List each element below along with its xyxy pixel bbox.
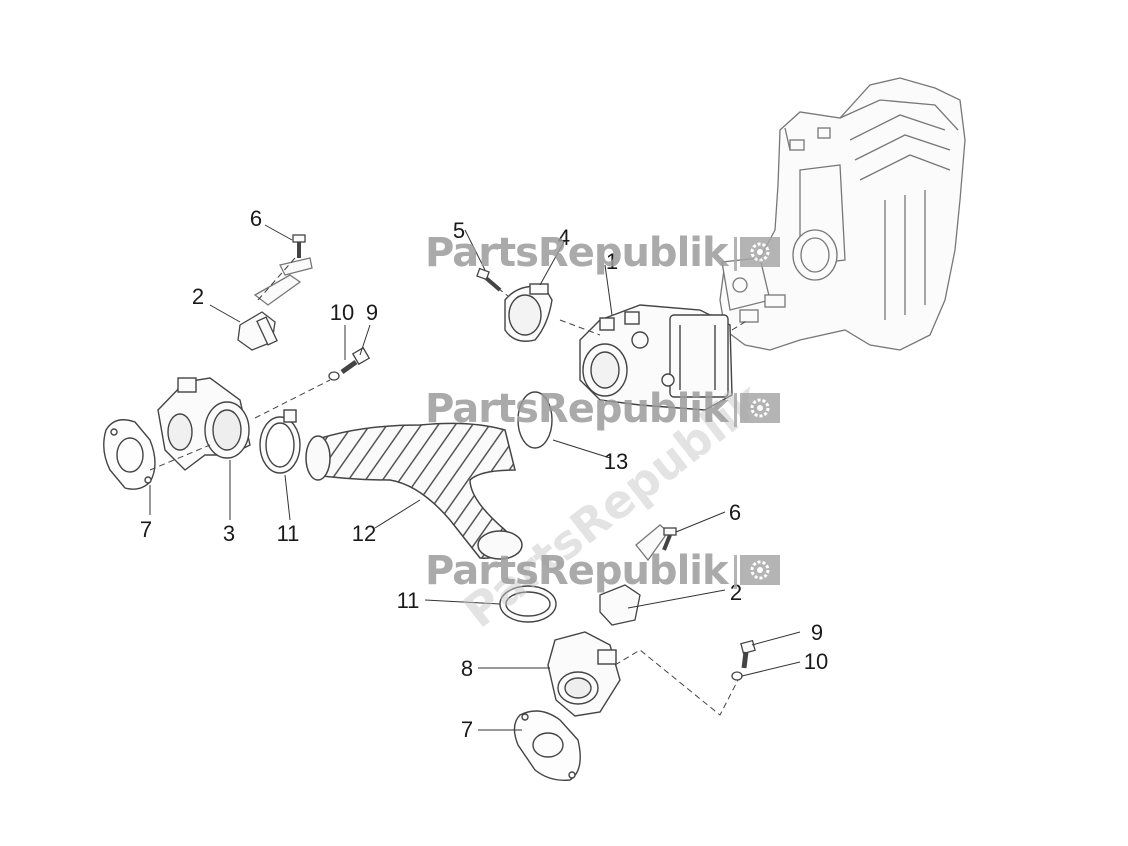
watermark-text: PartsRepublik bbox=[425, 230, 729, 276]
intake-manifold-bottom bbox=[547, 631, 621, 717]
callout-9-top: 9 bbox=[365, 300, 379, 325]
callout-6-top: 6 bbox=[249, 206, 263, 231]
gasket-bottom bbox=[513, 710, 581, 781]
injector-bottom bbox=[599, 524, 669, 626]
callout-2-top: 2 bbox=[191, 284, 205, 309]
intake-manifold-left bbox=[157, 377, 251, 471]
bolt-top-9 bbox=[340, 346, 371, 375]
callout-12: 12 bbox=[351, 521, 377, 546]
watermark-bottom: PartsRepublik bbox=[425, 548, 782, 594]
bolt-bottom-9 bbox=[740, 639, 756, 669]
clamp-part-4 bbox=[504, 283, 553, 342]
callout-8: 8 bbox=[460, 656, 474, 681]
callout-9-bottom: 9 bbox=[810, 620, 824, 645]
watermark-text: PartsRepublik bbox=[425, 548, 729, 594]
watermark-middle: PartsRepublik bbox=[425, 386, 782, 432]
callout-5: 5 bbox=[452, 218, 466, 243]
injector-top bbox=[237, 257, 313, 351]
watermark-top: PartsRepublik bbox=[425, 230, 782, 276]
callout-10-bottom: 10 bbox=[803, 649, 829, 674]
intake-duct bbox=[305, 422, 523, 560]
callout-1: 1 bbox=[605, 249, 619, 274]
assembly-lines bbox=[149, 257, 749, 716]
throttle-body bbox=[579, 304, 733, 411]
screw-bottom-6 bbox=[662, 527, 677, 551]
callout-3: 3 bbox=[222, 521, 236, 546]
screw-top-6 bbox=[292, 234, 306, 258]
ring-13 bbox=[517, 391, 553, 449]
washer-bottom-10 bbox=[731, 671, 743, 681]
leader-lines bbox=[149, 224, 801, 731]
washer-top-10 bbox=[328, 371, 340, 381]
callout-7-bottom: 7 bbox=[460, 717, 474, 742]
gear-icon bbox=[733, 555, 780, 589]
engine-block bbox=[719, 77, 966, 351]
gear-icon bbox=[733, 393, 780, 427]
gasket-left bbox=[103, 419, 156, 490]
callout-2-bottom: 2 bbox=[729, 580, 743, 605]
callout-7-left: 7 bbox=[139, 517, 153, 542]
callout-10-top: 10 bbox=[329, 300, 355, 325]
callout-11-left: 11 bbox=[276, 521, 300, 546]
callout-11-bottom: 11 bbox=[396, 588, 420, 613]
callout-13: 13 bbox=[603, 449, 629, 474]
watermark-text: PartsRepublik bbox=[425, 386, 729, 432]
hose-clamp-left bbox=[259, 409, 301, 474]
callout-6-bottom: 6 bbox=[728, 500, 742, 525]
gear-icon bbox=[733, 237, 780, 271]
callout-4: 4 bbox=[557, 225, 571, 250]
